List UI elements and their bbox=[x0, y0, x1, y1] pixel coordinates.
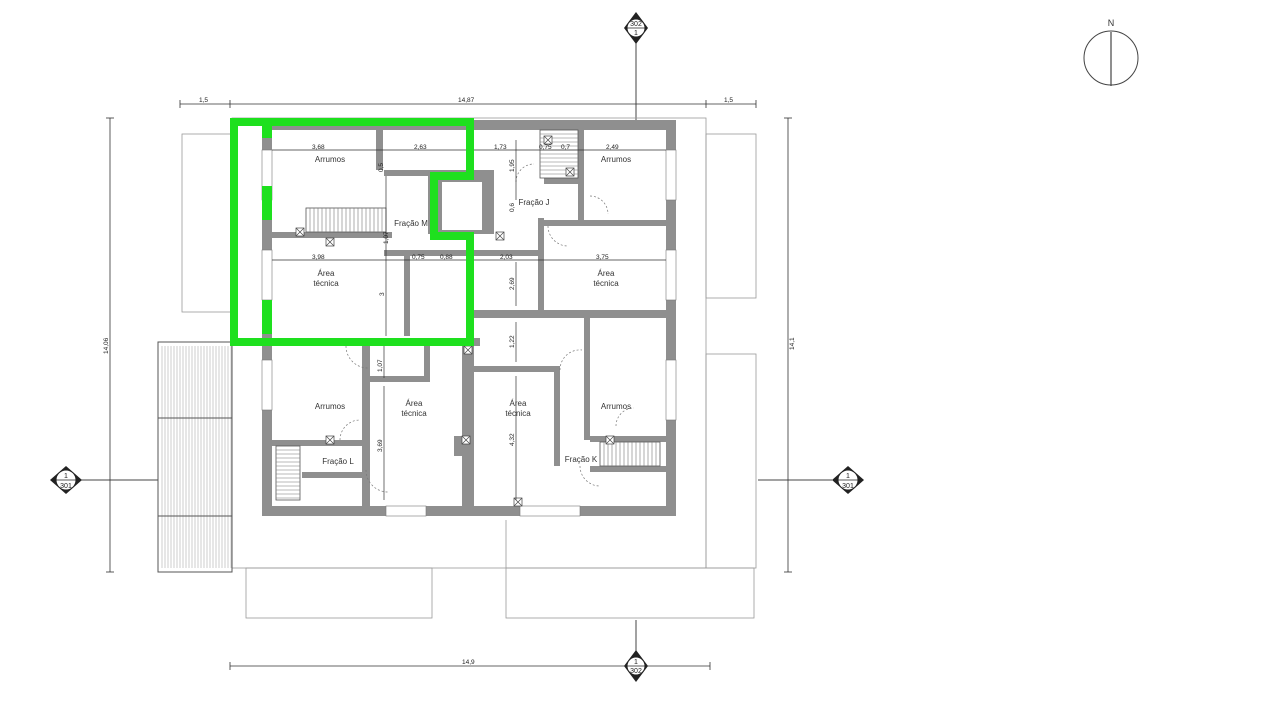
door-swings bbox=[339, 163, 635, 493]
svg-text:301: 301 bbox=[60, 483, 72, 490]
svg-text:1: 1 bbox=[846, 473, 850, 480]
section-marker-right: 1 301 bbox=[832, 466, 864, 494]
dimension-label: 3 bbox=[379, 292, 386, 296]
highlight-outline bbox=[230, 118, 474, 346]
shaft-cross bbox=[495, 231, 505, 241]
shaft-cross bbox=[325, 237, 335, 247]
svg-text:1: 1 bbox=[634, 659, 638, 666]
section-lines bbox=[78, 38, 832, 652]
dimension-label: 1,73 bbox=[494, 144, 507, 151]
overall-dimension-label: 14,06 bbox=[103, 337, 110, 354]
shaft-cross bbox=[463, 345, 473, 355]
dimension-label: 1,22 bbox=[509, 335, 516, 348]
section-marker-left: 1 301 bbox=[50, 466, 82, 494]
dimension-label: 0,88 bbox=[440, 254, 453, 261]
shaft-cross bbox=[565, 167, 575, 177]
room-label-area: Área bbox=[510, 399, 527, 408]
dimension-label: 3,75 bbox=[596, 254, 609, 261]
svg-text:302: 302 bbox=[630, 21, 642, 28]
dimension-label: 1,07 bbox=[383, 231, 390, 244]
shaft-cross bbox=[543, 135, 553, 145]
room-label-fracao-j: Fração J bbox=[518, 198, 549, 207]
room-labels: Arrumos Arrumos Arrumos Arrumos Área téc… bbox=[313, 155, 631, 466]
dimension-label: 4,32 bbox=[509, 433, 516, 446]
room-label-arrumos: Arrumos bbox=[601, 155, 631, 164]
dimension-label: 0,6 bbox=[509, 203, 516, 212]
section-marker-bottom: 1 302 bbox=[624, 650, 648, 682]
dimension-label: 3,69 bbox=[377, 439, 384, 452]
room-label-area: Área bbox=[318, 269, 335, 278]
building-walls bbox=[262, 120, 676, 516]
svg-text:302: 302 bbox=[630, 668, 642, 675]
room-label-area: Área bbox=[598, 269, 615, 278]
section-marker-top: 302 1 bbox=[624, 12, 648, 44]
dimension-label: 0,75 bbox=[412, 254, 425, 261]
windows bbox=[261, 149, 677, 517]
overall-dimension-label: 1,5 bbox=[199, 97, 208, 104]
dimension-label: 1,95 bbox=[509, 159, 516, 172]
shaft-cross bbox=[513, 497, 523, 507]
north-arrow-icon: N bbox=[1083, 18, 1139, 86]
room-label-fracao-l: Fração L bbox=[322, 457, 354, 466]
room-label-tecnica: técnica bbox=[505, 409, 531, 418]
dimension-label: 0,7 bbox=[561, 144, 570, 151]
overall-dimension-label: 14,1 bbox=[789, 337, 796, 350]
room-label-tecnica: técnica bbox=[401, 409, 427, 418]
north-label: N bbox=[1108, 18, 1115, 28]
dimension-label: 0,75 bbox=[539, 144, 552, 151]
dimension-label: 3,68 bbox=[312, 144, 325, 151]
room-label-fracao-m: Fração M bbox=[394, 219, 428, 228]
room-label-fracao-k: Fração K bbox=[565, 455, 598, 464]
overall-dimension-label: 14,87 bbox=[458, 97, 475, 104]
left-terrace-grating bbox=[157, 341, 233, 573]
overall-dimension-label: 1,5 bbox=[724, 97, 733, 104]
svg-text:1: 1 bbox=[634, 30, 638, 37]
room-label-arrumos: Arrumos bbox=[315, 155, 345, 164]
room-label-tecnica: técnica bbox=[313, 279, 339, 288]
dimension-label: 0,5 bbox=[378, 163, 385, 172]
room-label-arrumos: Arrumos bbox=[315, 402, 345, 411]
dimension-label: 2,63 bbox=[414, 144, 427, 151]
dimension-label: 3,98 bbox=[312, 254, 325, 261]
svg-text:1: 1 bbox=[64, 473, 68, 480]
shaft-markers bbox=[295, 135, 615, 507]
room-dimension-labels: 3,68 2,63 1,73 0,75 0,7 2,49 3,98 0,75 0… bbox=[312, 144, 619, 452]
dimension-label: 1,07 bbox=[377, 359, 384, 372]
dimension-label: 2,03 bbox=[500, 254, 513, 261]
room-label-tecnica: técnica bbox=[593, 279, 619, 288]
room-label-area: Área bbox=[406, 399, 423, 408]
dimension-label: 2,49 bbox=[606, 144, 619, 151]
svg-text:301: 301 bbox=[842, 483, 854, 490]
overall-dimension-label: 14,9 bbox=[462, 659, 475, 666]
room-label-arrumos: Arrumos bbox=[601, 402, 631, 411]
dimension-label: 2,69 bbox=[509, 277, 516, 290]
shaft-cross bbox=[325, 435, 335, 445]
shaft-cross bbox=[461, 435, 471, 445]
shaft-cross bbox=[605, 435, 615, 445]
shaft-cross bbox=[295, 227, 305, 237]
